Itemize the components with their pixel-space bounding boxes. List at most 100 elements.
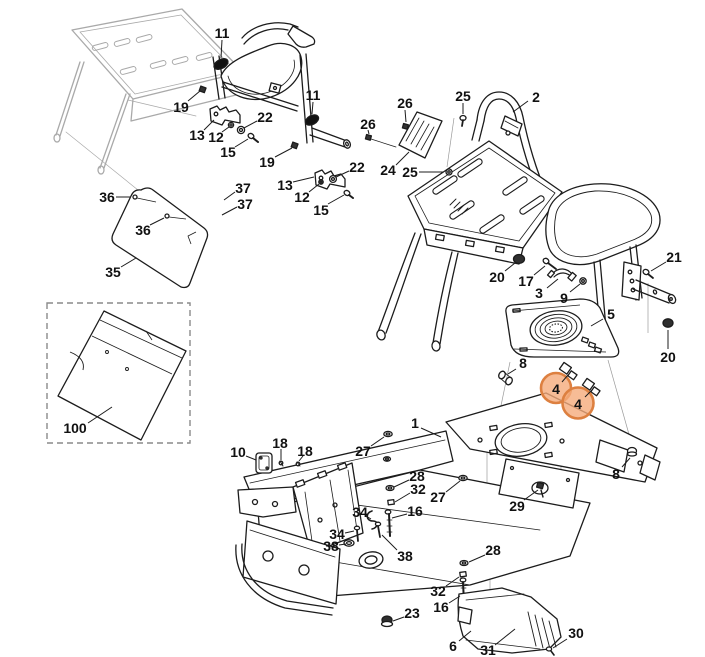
callout-leader-36 [149, 217, 165, 226]
callout-leader-13 [203, 119, 215, 131]
roll-bar-and-panel [364, 91, 544, 188]
callout-leader-27 [370, 436, 385, 447]
callout-leader-15 [327, 194, 345, 205]
callout-label-21: 21 [666, 249, 682, 265]
callout-leader-10 [245, 455, 257, 461]
callout-label-15: 15 [220, 144, 236, 160]
chassis-frame [235, 392, 661, 628]
callout-label-6: 6 [449, 638, 457, 654]
callout-label-25: 25 [402, 164, 418, 180]
callout-leader-4 [561, 374, 569, 383]
panel-35 [111, 187, 209, 289]
callout-leader-23 [392, 616, 405, 622]
callout-leader-15 [234, 138, 249, 148]
callout-label-25: 25 [455, 88, 471, 104]
callout-leader-19 [274, 147, 293, 158]
callout-label-26: 26 [397, 95, 413, 111]
callout-leader-4 [584, 389, 593, 398]
callout-leader-16 [391, 513, 408, 519]
callout-label-27: 27 [355, 443, 371, 459]
callout-label-30: 30 [568, 625, 584, 641]
callout-label-4: 4 [552, 381, 560, 397]
callout-leader-30 [552, 638, 568, 649]
callout-leader-2 [512, 100, 529, 113]
callout-leader-28 [393, 479, 410, 488]
callout-label-20: 20 [660, 349, 676, 365]
callout-label-11: 11 [306, 87, 321, 103]
callout-leader-19 [187, 90, 201, 102]
callout-label-10: 10 [230, 444, 246, 460]
callout-label-36: 36 [135, 222, 151, 238]
callout-leader-29 [523, 489, 539, 501]
callout-leader-37 [223, 191, 236, 201]
callout-leader-37 [221, 206, 238, 216]
callout-leader-3 [546, 278, 559, 289]
callout-leader-8 [507, 368, 517, 375]
callout-label-13: 13 [277, 177, 293, 193]
callout-label-19: 19 [259, 154, 275, 170]
engine-cover [498, 298, 620, 397]
callout-leader-8 [621, 457, 631, 468]
panel-100 [57, 310, 187, 441]
callout-leader-6 [458, 630, 472, 642]
callout-leader-26 [404, 109, 407, 123]
callout-leader-11 [311, 101, 314, 115]
callout-label-8: 8 [612, 466, 620, 482]
skid-plate [457, 587, 562, 656]
callout-label-1: 1 [411, 415, 419, 431]
callout-leader-20 [504, 262, 516, 272]
callout-leader-34 [365, 515, 372, 520]
callout-label-23: 23 [404, 605, 420, 621]
callout-leader-28 [468, 554, 486, 563]
callout-leader-17 [533, 265, 546, 276]
callout-label-37: 37 [235, 180, 251, 196]
callout-label-19: 19 [173, 99, 189, 115]
callout-label-3: 3 [535, 285, 543, 301]
inset-box [46, 302, 191, 444]
rear-frame [512, 183, 677, 331]
callout-leader-11 [220, 39, 223, 59]
callout-label-35: 35 [105, 264, 121, 280]
callout-label-29: 29 [509, 498, 525, 514]
callout-leader-100 [87, 406, 113, 424]
callout-label-15: 15 [313, 202, 329, 218]
seat-pan [376, 140, 563, 352]
callout-label-36: 36 [99, 189, 115, 205]
callout-label-100: 100 [63, 420, 87, 436]
callout-label-5: 5 [607, 306, 615, 322]
callout-label-18: 18 [272, 435, 288, 451]
callout-label-26: 26 [360, 116, 376, 132]
callout-label-16: 16 [407, 503, 423, 519]
ghost-seat-assembly [53, 8, 244, 241]
callout-label-22: 22 [257, 109, 273, 125]
callout-label-32: 32 [430, 583, 446, 599]
callout-label-38: 38 [397, 548, 413, 564]
callout-leader-22 [335, 170, 350, 178]
callout-leader-12 [308, 183, 320, 193]
callout-label-37: 37 [237, 196, 253, 212]
callout-leader-27 [445, 480, 461, 493]
callout-leader-32 [445, 576, 460, 587]
callout-leader-34 [344, 530, 355, 534]
callout-leader-22 [243, 120, 258, 129]
callout-label-38: 38 [323, 538, 339, 554]
callout-label-9: 9 [560, 290, 568, 306]
callout-label-31: 31 [480, 642, 496, 657]
callout-label-12: 12 [294, 189, 310, 205]
callout-label-34: 34 [352, 504, 368, 520]
callout-label-8: 8 [519, 355, 527, 371]
callout-label-17: 17 [518, 273, 534, 289]
callout-label-22: 22 [349, 159, 365, 175]
callout-leader-38 [338, 543, 347, 546]
callout-label-28: 28 [485, 542, 501, 558]
callout-label-34: 34 [329, 526, 345, 542]
callout-label-32: 32 [410, 481, 426, 497]
callout-label-24: 24 [380, 162, 396, 178]
callout-label-2: 2 [532, 89, 540, 105]
callout-label-13: 13 [189, 127, 205, 143]
callout-leader-35 [120, 257, 137, 268]
callout-label-20: 20 [489, 269, 505, 285]
callout-leader-9 [569, 283, 581, 293]
callout-leader-32 [394, 492, 411, 503]
